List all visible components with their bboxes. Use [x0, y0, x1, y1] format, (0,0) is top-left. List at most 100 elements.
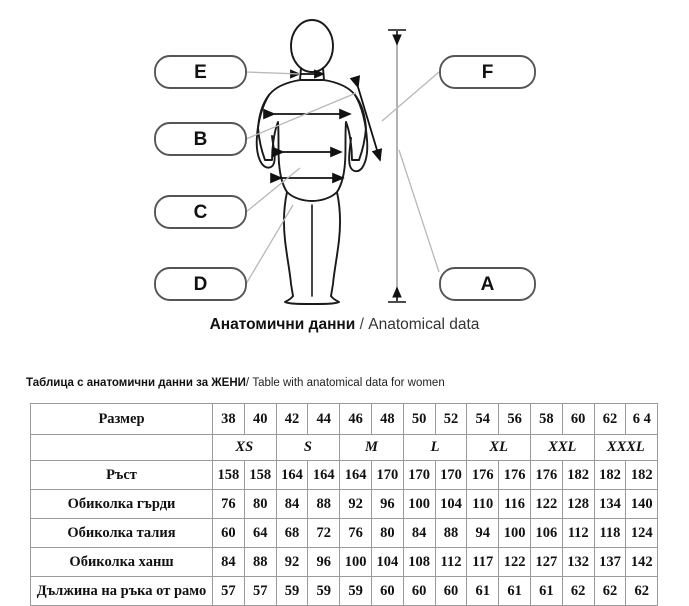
measurement-value: 124	[625, 518, 659, 548]
measurement-value: 64	[243, 518, 277, 548]
label-box-A-text: A	[481, 274, 495, 295]
measurement-value: 134	[593, 489, 627, 519]
measurement-value: 72	[307, 518, 341, 548]
measurement-value: 106	[529, 518, 563, 548]
measurement-value: 60	[370, 576, 404, 606]
measurement-value: 62	[593, 576, 627, 606]
measurement-value: 132	[561, 547, 595, 577]
measurement-label: Обиколка гърди	[30, 489, 213, 519]
size-header-cell: 56	[498, 403, 531, 435]
label-box-B[interactable]: B	[154, 122, 247, 156]
measurement-value: 61	[529, 576, 563, 606]
size-group-cell: XL	[466, 434, 531, 461]
measurement-value: 96	[307, 547, 341, 577]
label-box-D[interactable]: D	[154, 267, 247, 301]
label-box-A[interactable]: A	[439, 267, 536, 301]
table-title-english: Table with anatomical data for women	[252, 377, 445, 389]
size-header-cell: 42	[275, 403, 309, 435]
size-header-cell: 40	[243, 403, 277, 435]
measurement-value: 112	[561, 518, 595, 548]
measurement-value: 182	[593, 460, 627, 490]
size-header-cell: 38	[212, 403, 245, 435]
measurement-value: 164	[275, 460, 309, 490]
anatomical-diagram: E B C D F A	[154, 19, 536, 305]
size-header-cell: 60	[561, 403, 595, 435]
measurement-value: 76	[212, 489, 245, 519]
measurement-value: 158	[212, 460, 245, 490]
size-header-cell: 62	[593, 403, 627, 435]
measurement-value: 88	[307, 489, 341, 519]
measurement-value: 182	[561, 460, 595, 490]
measurement-value: 164	[307, 460, 341, 490]
size-group-cell: S	[275, 434, 341, 461]
measurement-value: 127	[529, 547, 563, 577]
measurement-value: 80	[243, 489, 277, 519]
size-header-cell: 58	[529, 403, 563, 435]
size-group-cell: M	[339, 434, 404, 461]
measurement-value: 59	[339, 576, 372, 606]
measurement-value: 142	[625, 547, 659, 577]
measurement-value: 76	[339, 518, 372, 548]
measurement-value: 176	[466, 460, 500, 490]
label-box-F[interactable]: F	[439, 55, 536, 89]
label-box-D-text: D	[194, 274, 208, 295]
size-header-cell: 44	[307, 403, 341, 435]
table-title-bulgarian: Таблица с анатомични данни за ЖЕНИ	[26, 377, 246, 389]
measurement-value: 128	[561, 489, 595, 519]
label-box-C-text: C	[194, 202, 208, 223]
measurement-value: 100	[339, 547, 372, 577]
measurement-value: 88	[434, 518, 468, 548]
measurement-value: 108	[402, 547, 436, 577]
size-header-cell: 48	[370, 403, 404, 435]
measurement-value: 84	[402, 518, 436, 548]
table-title: Таблица с анатомични данни за ЖЕНИ/ Tabl…	[26, 376, 666, 390]
measurement-value: 137	[593, 547, 627, 577]
measurement-value: 182	[625, 460, 659, 490]
group-empty-label	[30, 434, 213, 461]
measurement-value: 170	[434, 460, 468, 490]
caption-separator: /	[355, 316, 369, 333]
measurement-value: 62	[561, 576, 595, 606]
diagram-svg: E B C D F A	[154, 19, 536, 305]
measurement-value: 59	[307, 576, 341, 606]
measurement-value: 170	[402, 460, 436, 490]
measurement-value: 170	[370, 460, 404, 490]
measurement-value: 84	[212, 547, 245, 577]
size-header-cell: 50	[402, 403, 436, 435]
size-group-cell: XXL	[529, 434, 595, 461]
measurement-label: Ръст	[30, 460, 213, 490]
measurement-value: 88	[243, 547, 277, 577]
label-box-B-text: B	[194, 129, 208, 150]
height-measure-caps	[388, 29, 406, 303]
measurement-value: 116	[498, 489, 531, 519]
size-header-cell: 54	[466, 403, 500, 435]
measurement-value: 80	[370, 518, 404, 548]
measurement-value: 68	[275, 518, 309, 548]
table-title-separator: /	[245, 377, 253, 389]
label-box-C[interactable]: C	[154, 195, 247, 229]
measurement-value: 104	[434, 489, 468, 519]
label-box-E[interactable]: E	[154, 55, 247, 89]
size-group-cell: L	[402, 434, 468, 461]
measurement-value: 164	[339, 460, 372, 490]
mannequin-figure	[255, 19, 369, 305]
measurement-value: 61	[498, 576, 531, 606]
measurement-value: 62	[625, 576, 659, 606]
measurement-value: 122	[498, 547, 531, 577]
caption-bulgarian: Анатомични данни	[209, 316, 356, 333]
size-group-cell: XS	[212, 434, 277, 461]
measurement-value: 84	[275, 489, 309, 519]
measurement-value: 100	[402, 489, 436, 519]
arm-length-measure-arrow	[349, 75, 383, 162]
size-header-cell: 46	[339, 403, 372, 435]
measurement-value: 60	[434, 576, 468, 606]
measurement-label: Обиколка талия	[30, 518, 213, 548]
measurement-value: 57	[212, 576, 245, 606]
